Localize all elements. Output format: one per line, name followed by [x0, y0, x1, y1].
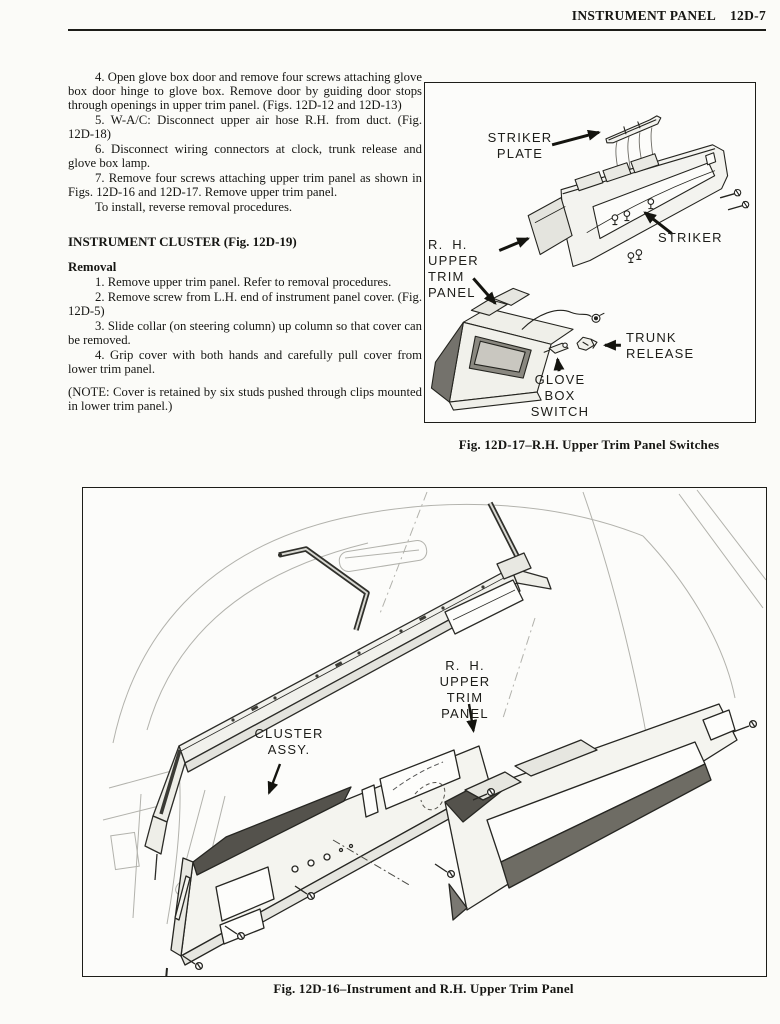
- procedure-step: 5. W-A/C: Disconnect upper air hose R.H.…: [68, 113, 422, 141]
- procedure-step: 4. Open glove box door and remove four s…: [68, 70, 422, 112]
- page-number: 12D-7: [730, 8, 766, 23]
- page-header: INSTRUMENT PANEL 12D-7: [68, 8, 766, 24]
- header-rule: [68, 29, 766, 31]
- removal-step: 1. Remove upper trim panel. Refer to rem…: [95, 275, 392, 289]
- figure-12d-16: CLUSTER ASSY. R. H. UPPER TRIM PANEL: [82, 487, 767, 977]
- procedure-step: 7. Remove four screws attaching upper tr…: [68, 171, 422, 199]
- install-note: To install, reverse removal procedures.: [95, 200, 293, 214]
- trim-panel-switches-drawing: [430, 115, 750, 411]
- instrument-panel-drawing: [102, 489, 766, 976]
- label-striker-plate: STRIKER PLATE: [487, 130, 553, 161]
- label-glove-box-switch: GLOVE BOX SWITCH: [530, 372, 590, 419]
- removal-step: 2. Remove screw from L.H. end of instrum…: [68, 290, 422, 318]
- figure-12d-17-caption: Fig. 12D-17–R.H. Upper Trim Panel Switch…: [458, 437, 720, 452]
- procedure-text-column: 4. Open glove box door and remove four s…: [68, 69, 422, 413]
- section-heading: INSTRUMENT CLUSTER (Fig. 12D-19): [68, 234, 297, 249]
- label-striker: STRIKER: [658, 230, 723, 245]
- header-title: INSTRUMENT PANEL: [571, 8, 716, 23]
- label-cluster-assy: CLUSTER ASSY.: [254, 726, 324, 757]
- note-paragraph: (NOTE: Cover is retained by six studs pu…: [68, 385, 422, 413]
- figure-12d-17: STRIKER PLATE STRIKER R. H. UPPER TRIM P…: [424, 82, 756, 423]
- procedure-step: 6. Disconnect wiring connectors at clock…: [68, 142, 422, 170]
- removal-step: 4. Grip cover with both hands and carefu…: [68, 348, 422, 376]
- removal-step: 3. Slide collar (on steering column) up …: [68, 319, 422, 347]
- label-rh-upper-trim-panel: R. H. UPPER TRIM PANEL: [428, 237, 479, 300]
- label-trunk-release: TRUNK RELEASE: [626, 330, 695, 361]
- label-rh-upper-trim-panel: R. H. UPPER TRIM PANEL: [439, 658, 491, 721]
- figure-12d-16-caption: Fig. 12D-16–Instrument and R.H. Upper Tr…: [273, 981, 574, 996]
- removal-subheading: Removal: [68, 260, 117, 274]
